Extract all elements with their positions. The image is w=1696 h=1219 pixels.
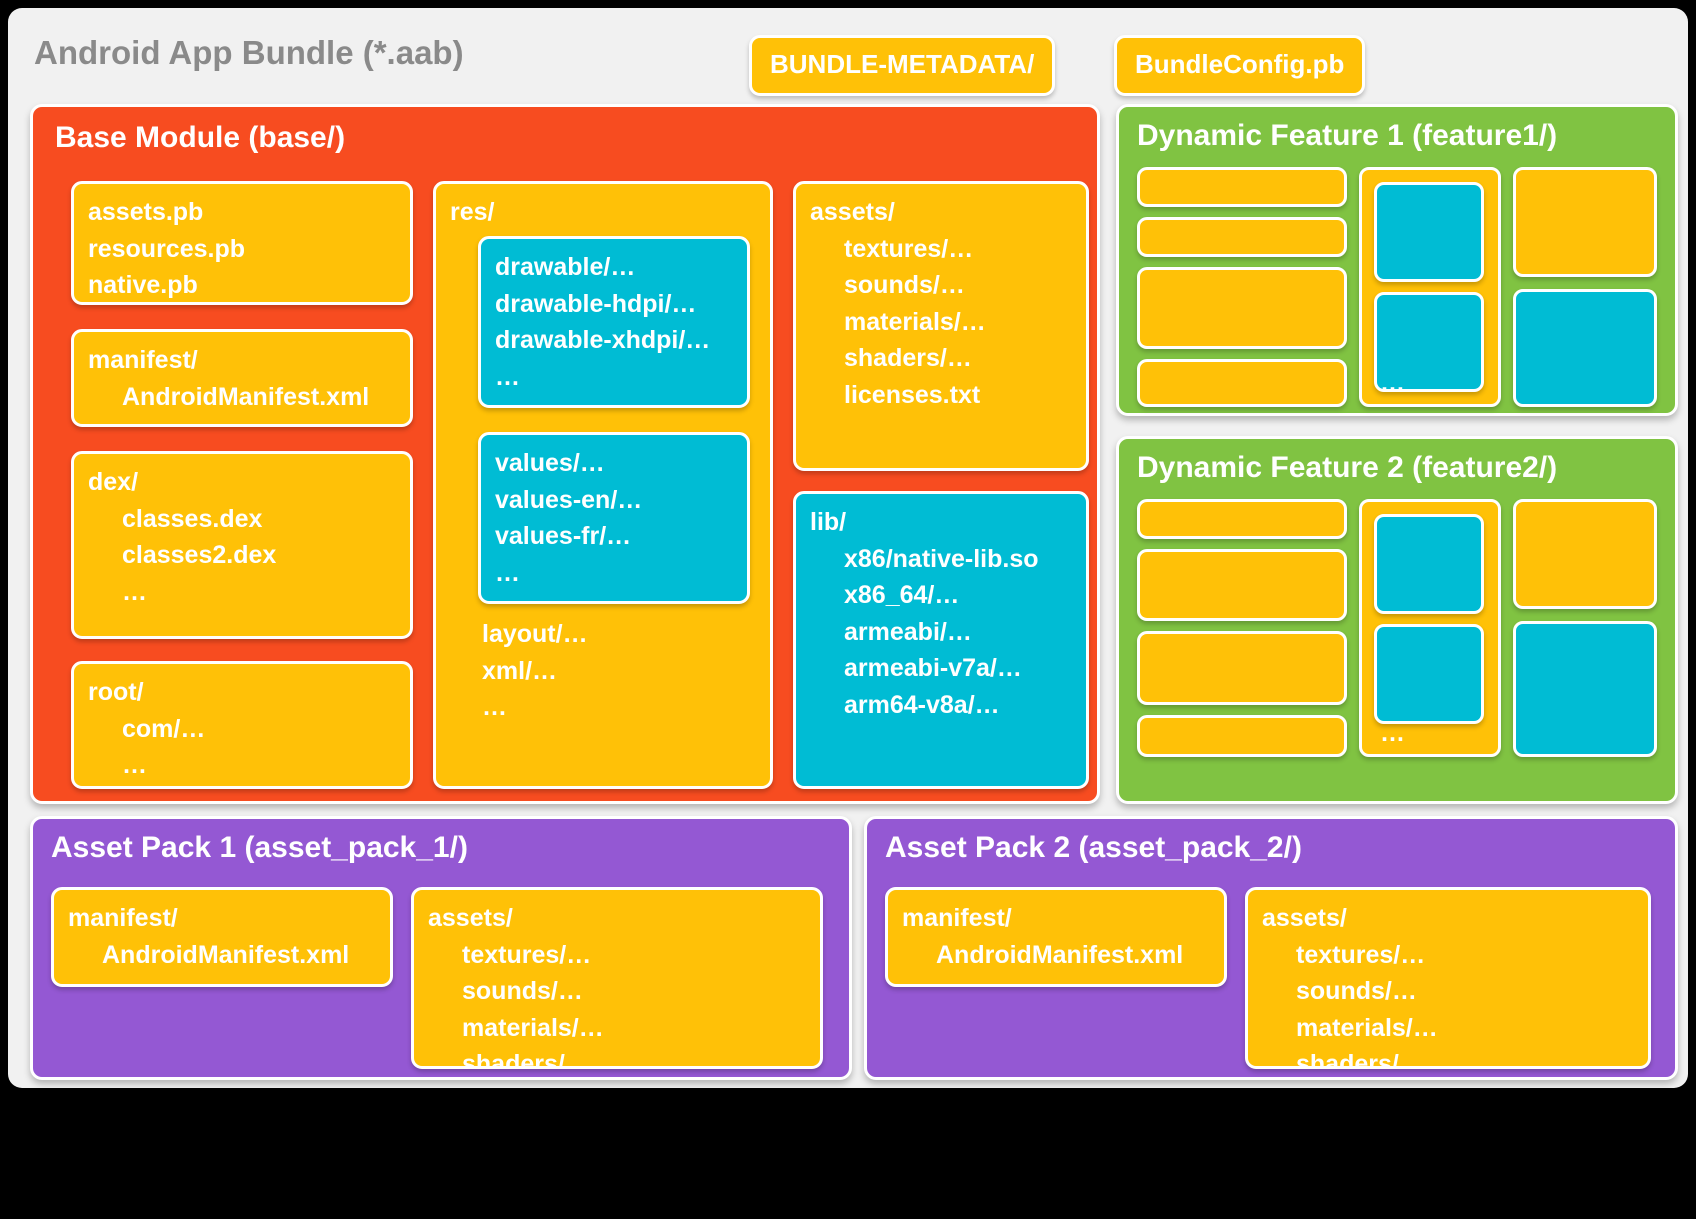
feature1-file-bar: [1137, 167, 1347, 207]
base-lib-item: arm64-v8a/…: [844, 690, 1000, 719]
asset-pack-1-panel: Asset Pack 1 (asset_pack_1/) manifest/ A…: [30, 816, 852, 1080]
android-app-bundle-card: Android App Bundle (*.aab) BUNDLE-METADA…: [8, 8, 1688, 1088]
feature2-ellipsis: …: [1380, 719, 1405, 747]
base-root-head: root/: [88, 678, 144, 706]
asset-pack-1-manifest-box: manifest/ AndroidManifest.xml: [51, 887, 393, 987]
base-res-drawable-box: drawable/… drawable-hdpi/… drawable-xhdp…: [478, 236, 750, 408]
asset-pack-1-manifest-head: manifest/: [68, 904, 178, 932]
base-res-head: res/: [450, 198, 495, 226]
base-res-drawable-text: drawable/… drawable-hdpi/… drawable-xhdp…: [495, 253, 711, 391]
asset-pack-2-assets-box: assets/ textures/… sounds/… materials/… …: [1245, 887, 1651, 1069]
asset-pack-1-assets-head: assets/: [428, 904, 513, 932]
feature1-assets-box: [1513, 167, 1657, 277]
base-assets-item: materials/…: [844, 307, 986, 336]
asset-pack-2-assets-item: materials/…: [1296, 1013, 1438, 1042]
feature2-lib-box: [1513, 621, 1657, 757]
base-proto-line-1: assets.pb resources.pb native.pb: [88, 198, 246, 299]
base-lib-item: x86/native-lib.so: [844, 544, 1039, 573]
feature2-res-container: …: [1359, 499, 1501, 757]
asset-pack-2-title: Asset Pack 2 (asset_pack_2/): [885, 831, 1302, 864]
base-assets-box: assets/ textures/… sounds/… materials/… …: [793, 181, 1089, 471]
base-lib-head: lib/: [810, 508, 847, 536]
base-res-tail-text: layout/… xml/… …: [482, 620, 588, 721]
base-root-item: …: [122, 751, 147, 779]
feature1-res-group: [1374, 292, 1484, 392]
asset-pack-2-manifest-file: AndroidManifest.xml: [936, 940, 1184, 969]
base-module-panel: Base Module (base/) assets.pb resources.…: [30, 104, 1100, 804]
feature2-file-bar: [1137, 715, 1347, 757]
base-res-box: res/ drawable/… drawable-hdpi/… drawable…: [433, 181, 773, 789]
base-root-item: com/…: [122, 714, 206, 743]
base-lib-box: lib/ x86/native-lib.so x86_64/… armeabi/…: [793, 491, 1089, 789]
feature1-file-bar: [1137, 359, 1347, 407]
asset-pack-1-manifest-file: AndroidManifest.xml: [102, 940, 350, 969]
bundle-config-chip[interactable]: BundleConfig.pb: [1114, 35, 1366, 96]
feature2-assets-box: [1513, 499, 1657, 609]
base-assets-head: assets/: [810, 198, 895, 226]
base-res-values-text: values/… values-en/… values-fr/… …: [495, 449, 643, 587]
asset-pack-2-manifest-box: manifest/ AndroidManifest.xml: [885, 887, 1227, 987]
feature1-ellipsis: …: [1380, 369, 1405, 397]
bundle-metadata-chip[interactable]: BUNDLE-METADATA/: [749, 35, 1056, 96]
feature2-res-group: [1374, 514, 1484, 614]
base-manifest-box: manifest/ AndroidManifest.xml: [71, 329, 413, 427]
feature2-file-bar: [1137, 499, 1347, 539]
base-lib-item: armeabi/…: [844, 617, 972, 646]
feature2-res-group: [1374, 624, 1484, 724]
asset-pack-1-assets-item: shaders/…: [462, 1050, 590, 1069]
base-lib-item: armeabi-v7a/…: [844, 654, 1022, 682]
base-assets-item: shaders/…: [844, 344, 972, 372]
feature2-file-bar: [1137, 549, 1347, 621]
feature1-res-container: …: [1359, 167, 1501, 407]
asset-pack-2-assets-item: textures/…: [1296, 940, 1426, 969]
base-dex-box: dex/ classes.dex classes2.dex …: [71, 451, 413, 639]
feature2-file-bar: [1137, 631, 1347, 705]
feature1-file-bar: [1137, 267, 1347, 349]
dynamic-feature-1-title: Dynamic Feature 1 (feature1/): [1137, 119, 1558, 152]
base-manifest-file: AndroidManifest.xml: [122, 382, 370, 411]
base-module-title: Base Module (base/): [55, 121, 346, 154]
asset-pack-2-assets-item: shaders/…: [1296, 1050, 1424, 1069]
base-dex-item: classes2.dex: [122, 541, 277, 569]
base-dex-item: …: [122, 577, 147, 606]
base-lib-item: x86_64/…: [844, 581, 960, 609]
dynamic-feature-2-title: Dynamic Feature 2 (feature2/): [1137, 451, 1558, 484]
feature1-res-group: [1374, 182, 1484, 282]
base-dex-item: classes.dex: [122, 504, 263, 533]
base-dex-head: dex/: [88, 468, 139, 496]
dynamic-feature-2-panel: Dynamic Feature 2 (feature2/) …: [1116, 436, 1678, 804]
base-assets-item: sounds/…: [844, 271, 965, 299]
asset-pack-2-assets-item: sounds/…: [1296, 977, 1417, 1005]
asset-pack-1-assets-item: sounds/…: [462, 977, 583, 1005]
dynamic-feature-1-panel: Dynamic Feature 1 (feature1/) …: [1116, 104, 1678, 416]
base-assets-item: licenses.txt: [844, 380, 981, 409]
asset-pack-2-manifest-head: manifest/: [902, 904, 1012, 932]
page-title: Android App Bundle (*.aab): [34, 34, 464, 71]
asset-pack-2-panel: Asset Pack 2 (asset_pack_2/) manifest/ A…: [864, 816, 1678, 1080]
base-proto-files-box: assets.pb resources.pb native.pb: [71, 181, 413, 305]
base-root-box: root/ com/… …: [71, 661, 413, 789]
feature1-lib-box: [1513, 289, 1657, 407]
base-manifest-head: manifest/: [88, 346, 198, 374]
asset-pack-2-assets-head: assets/: [1262, 904, 1347, 932]
asset-pack-1-assets-item: textures/…: [462, 940, 592, 969]
base-res-values-box: values/… values-en/… values-fr/… …: [478, 432, 750, 604]
asset-pack-1-assets-box: assets/ textures/… sounds/… materials/… …: [411, 887, 823, 1069]
bundle-header: Android App Bundle (*.aab): [8, 8, 1688, 98]
asset-pack-1-assets-item: materials/…: [462, 1013, 604, 1042]
base-assets-item: textures/…: [844, 234, 974, 263]
asset-pack-1-title: Asset Pack 1 (asset_pack_1/): [51, 831, 468, 864]
feature1-file-bar: [1137, 217, 1347, 257]
